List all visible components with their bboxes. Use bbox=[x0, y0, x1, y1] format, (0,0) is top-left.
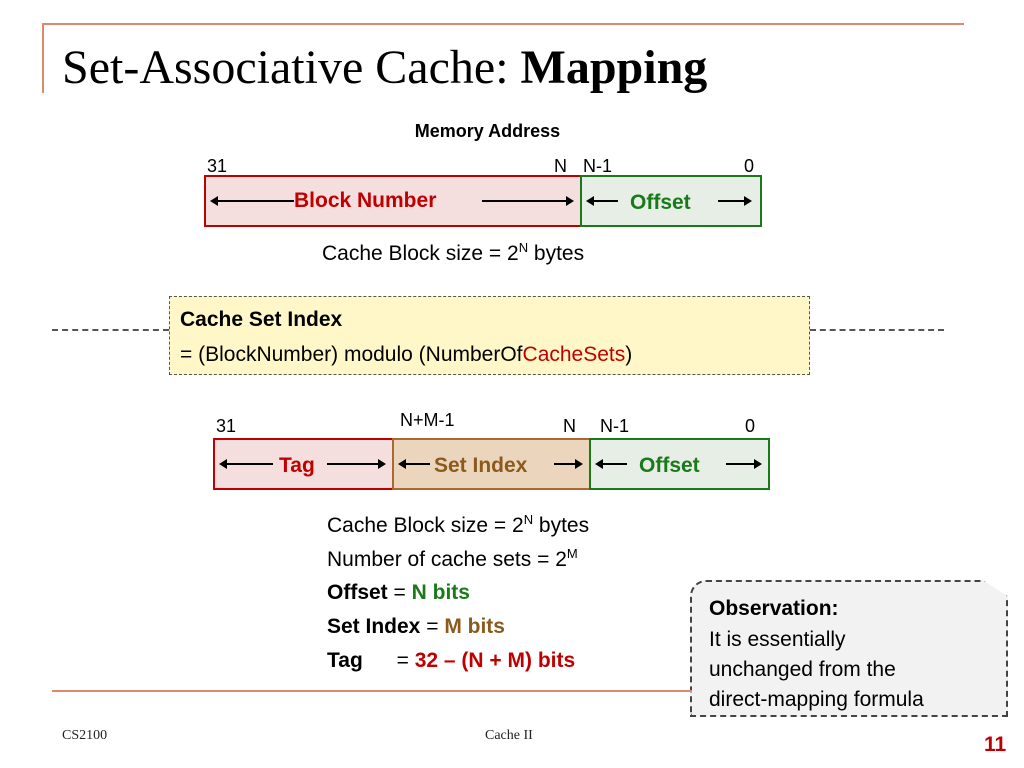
observation-box: Observation: It is essentially unchanged… bbox=[690, 580, 1008, 717]
arrow-line bbox=[726, 463, 754, 465]
cache-set-index-heading: Cache Set Index bbox=[180, 308, 343, 331]
bit-label-n-minus-1-b: N-1 bbox=[600, 416, 630, 436]
bit-label-0: 0 bbox=[744, 156, 755, 176]
footer-topic: Cache II bbox=[485, 728, 533, 743]
observation-line-1: It is essentially bbox=[709, 628, 846, 651]
block-number-field: Block Number bbox=[204, 175, 582, 227]
bit-label-n: N bbox=[554, 156, 567, 176]
num-sets-caption: Number of cache sets = 2M bbox=[327, 546, 578, 571]
arrow-left-icon bbox=[595, 459, 603, 469]
block-size-caption-2: Cache Block size = 2N bytes bbox=[327, 512, 590, 537]
bottom-rule bbox=[52, 690, 692, 692]
arrow-right-icon bbox=[744, 196, 752, 206]
setindex-bits-line: Set Index = M bits bbox=[327, 615, 505, 638]
bit-label-n-b: N bbox=[563, 416, 576, 436]
offset-bits-line: Offset = N bits bbox=[327, 581, 470, 604]
bit-label-n-minus-1: N-1 bbox=[583, 156, 613, 176]
left-rule bbox=[42, 23, 44, 93]
arrow-line bbox=[225, 463, 273, 465]
separator-dash-left bbox=[52, 329, 169, 331]
top-rule bbox=[42, 23, 964, 25]
arrow-left-icon bbox=[398, 459, 406, 469]
bit-label-31-b: 31 bbox=[216, 416, 237, 436]
observation-heading: Observation: bbox=[709, 597, 839, 620]
arrow-left-icon bbox=[210, 196, 218, 206]
arrow-line bbox=[327, 463, 378, 465]
bit-label-0-b: 0 bbox=[745, 416, 756, 436]
arrow-line bbox=[601, 463, 627, 465]
set-index-field: Set Index bbox=[392, 438, 591, 490]
footer-course: CS2100 bbox=[62, 728, 108, 743]
arrow-line bbox=[718, 200, 744, 202]
arrow-right-icon bbox=[378, 459, 386, 469]
arrow-right-icon bbox=[575, 459, 583, 469]
set-index-label: Set Index bbox=[434, 454, 528, 477]
block-size-caption-1: Cache Block size = 2N bytes bbox=[322, 240, 585, 265]
block-number-label: Block Number bbox=[294, 189, 437, 212]
offset-label-1: Offset bbox=[630, 191, 691, 214]
observation-line-3: direct-mapping formula bbox=[709, 688, 924, 711]
observation-line-2: unchanged from the bbox=[709, 658, 896, 681]
tag-label: Tag bbox=[279, 454, 315, 477]
page-number: 11 bbox=[984, 733, 1007, 756]
offset-label-2: Offset bbox=[639, 454, 700, 477]
arrow-left-icon bbox=[219, 459, 227, 469]
bit-label-31: 31 bbox=[207, 156, 228, 176]
arrow-right-icon bbox=[566, 196, 574, 206]
slide-title: Set-Associative Cache: Mapping bbox=[62, 41, 708, 94]
offset-field-1: Offset bbox=[580, 175, 762, 227]
arrow-line bbox=[216, 200, 294, 202]
memory-address-label: Memory Address bbox=[414, 121, 561, 141]
bit-label-n-plus-m-minus-1: N+M-1 bbox=[400, 410, 455, 430]
arrow-line bbox=[554, 463, 575, 465]
tag-field: Tag bbox=[213, 438, 394, 490]
tag-bits-line: Tag = 32 – (N + M) bits bbox=[327, 649, 576, 672]
cache-set-index-box: Cache Set Index = (BlockNumber) modulo (… bbox=[169, 296, 810, 375]
separator-dash-right bbox=[810, 329, 944, 331]
arrow-right-icon bbox=[754, 459, 762, 469]
offset-field-2: Offset bbox=[589, 438, 770, 490]
arrow-line bbox=[482, 200, 566, 202]
arrow-line bbox=[592, 200, 618, 202]
arrow-left-icon bbox=[586, 196, 594, 206]
cache-set-index-formula: = (BlockNumber) modulo (NumberOfCacheSet… bbox=[180, 343, 633, 366]
arrow-line bbox=[404, 463, 430, 465]
